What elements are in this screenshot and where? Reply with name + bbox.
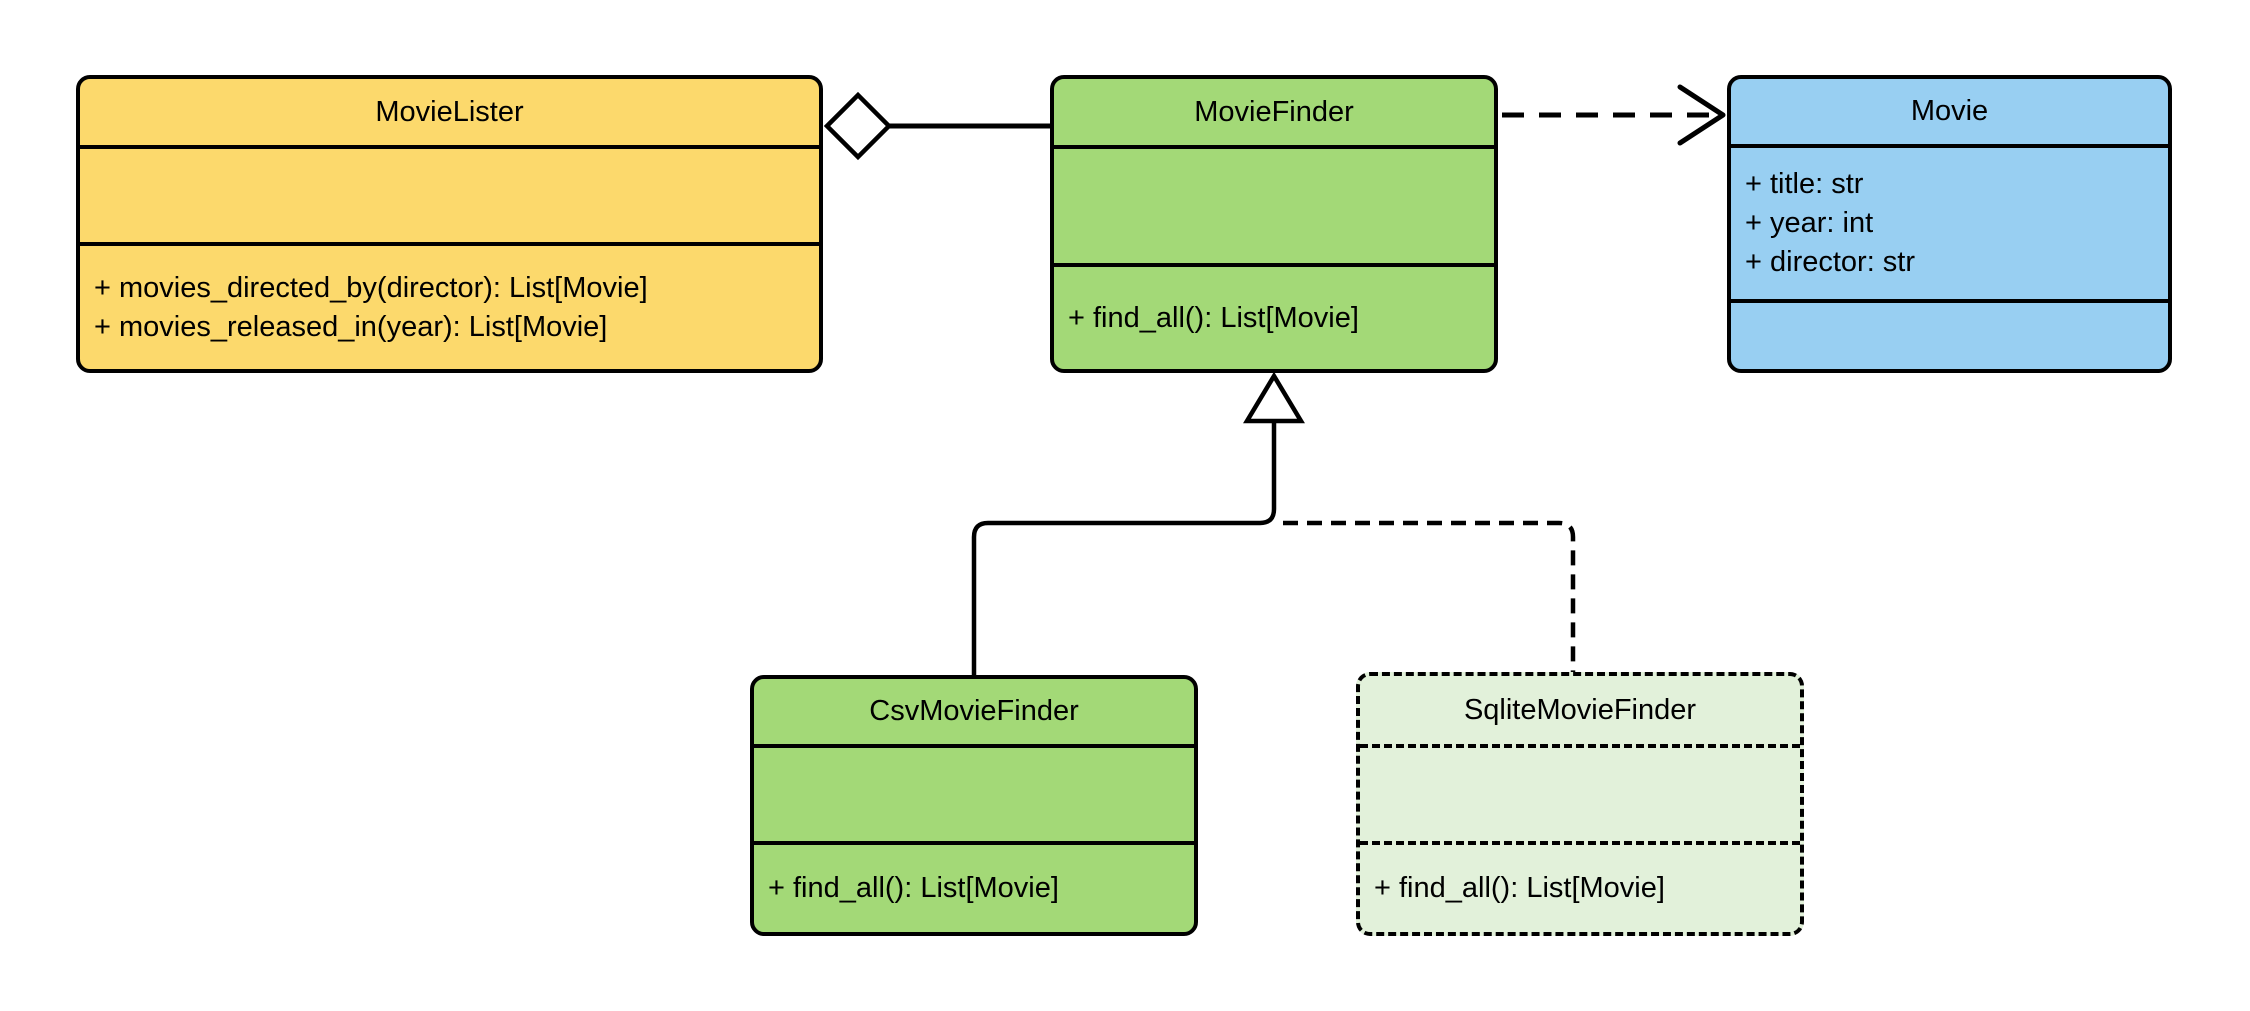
class-attributes-compartment <box>1054 145 1494 263</box>
attribute-item: + director: str <box>1745 246 1916 278</box>
class-title: CsvMovieFinder <box>869 695 1079 727</box>
class-methods-compartment <box>1731 299 2168 369</box>
class-attributes-compartment: + title: str + year: int + director: str <box>1731 144 2168 299</box>
class-moviefinder: MovieFinder + find_all(): List[Movie] <box>1050 75 1498 373</box>
aggregation-diamond-icon <box>823 91 893 161</box>
generalization-solid-path <box>971 423 1277 677</box>
class-methods-compartment: + find_all(): List[Movie] <box>754 841 1194 932</box>
class-methods-compartment: + find_all(): List[Movie] <box>1054 263 1494 369</box>
class-attributes-compartment <box>1360 744 1800 841</box>
attribute-item: + year: int <box>1745 207 1874 239</box>
class-methods-compartment: + movies_directed_by(director): List[Mov… <box>80 242 819 369</box>
class-attributes-compartment <box>754 744 1194 841</box>
method-item: + movies_released_in(year): List[Movie] <box>94 310 608 343</box>
method-item: + find_all(): List[Movie] <box>1374 872 1665 904</box>
class-attributes-compartment <box>80 145 819 242</box>
aggregation-connector <box>823 91 1052 161</box>
method-item: + find_all(): List[Movie] <box>768 872 1059 904</box>
class-title: MovieLister <box>375 95 524 128</box>
method-item: + find_all(): List[Movie] <box>1068 301 1359 334</box>
generalization-connector-dashed <box>1283 520 1576 674</box>
class-movie: Movie + title: str + year: int + directo… <box>1727 75 2172 373</box>
generalization-dashed-path <box>1283 520 1576 674</box>
dependency-open-arrowhead-icon <box>1677 84 1726 146</box>
attribute-item: + title: str <box>1745 168 1864 200</box>
class-methods-compartment: + find_all(): List[Movie] <box>1360 841 1800 932</box>
class-sqlitemoviefinder: SqliteMovieFinder + find_all(): List[Mov… <box>1356 672 1804 936</box>
method-item: + movies_directed_by(director): List[Mov… <box>94 271 648 304</box>
generalization-connector-solid <box>971 371 1305 677</box>
class-title: Movie <box>1910 95 1989 127</box>
dependency-connector <box>1502 84 1726 146</box>
class-title: SqliteMovieFinder <box>1463 693 1697 726</box>
generalization-triangle-icon <box>1243 371 1305 424</box>
class-title: MovieFinder <box>1194 95 1354 128</box>
class-csvmoviefinder: CsvMovieFinder + find_all(): List[Movie] <box>750 675 1198 936</box>
class-movielister: MovieLister + movies_directed_by(directo… <box>76 75 823 373</box>
